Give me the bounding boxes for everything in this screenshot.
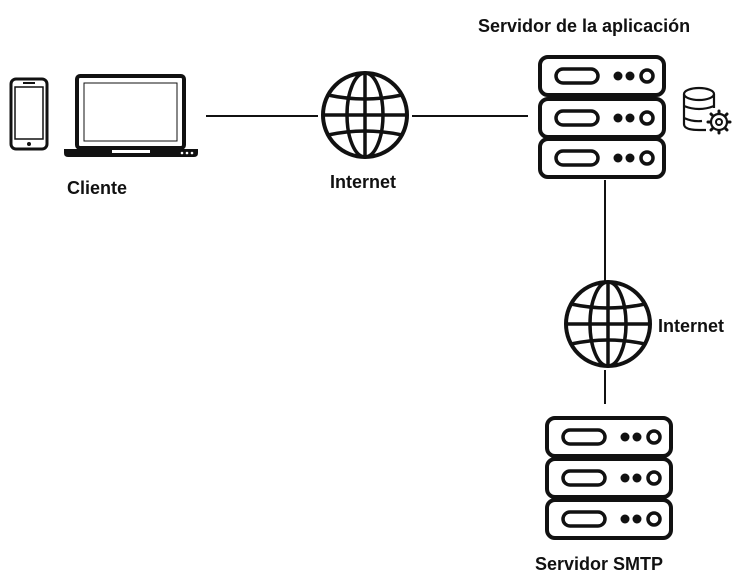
database-settings-icon: [682, 86, 732, 135]
app-server-label: Servidor de la aplicación: [478, 16, 691, 36]
globe-icon-internet-right: [564, 280, 652, 368]
internet-label-top: Internet: [330, 172, 397, 192]
laptop-icon: [64, 74, 198, 157]
smtp-server-label: Servidor SMTP: [535, 554, 664, 574]
smartphone-icon: [9, 77, 49, 151]
server-icon-smtp-server: [545, 416, 673, 540]
connection-lines: [206, 115, 606, 404]
server-icon-app-server: [538, 55, 666, 179]
internet-label-right: Internet: [658, 316, 725, 336]
client-label: Cliente: [67, 178, 128, 198]
globe-icon-internet-top: [321, 71, 409, 159]
